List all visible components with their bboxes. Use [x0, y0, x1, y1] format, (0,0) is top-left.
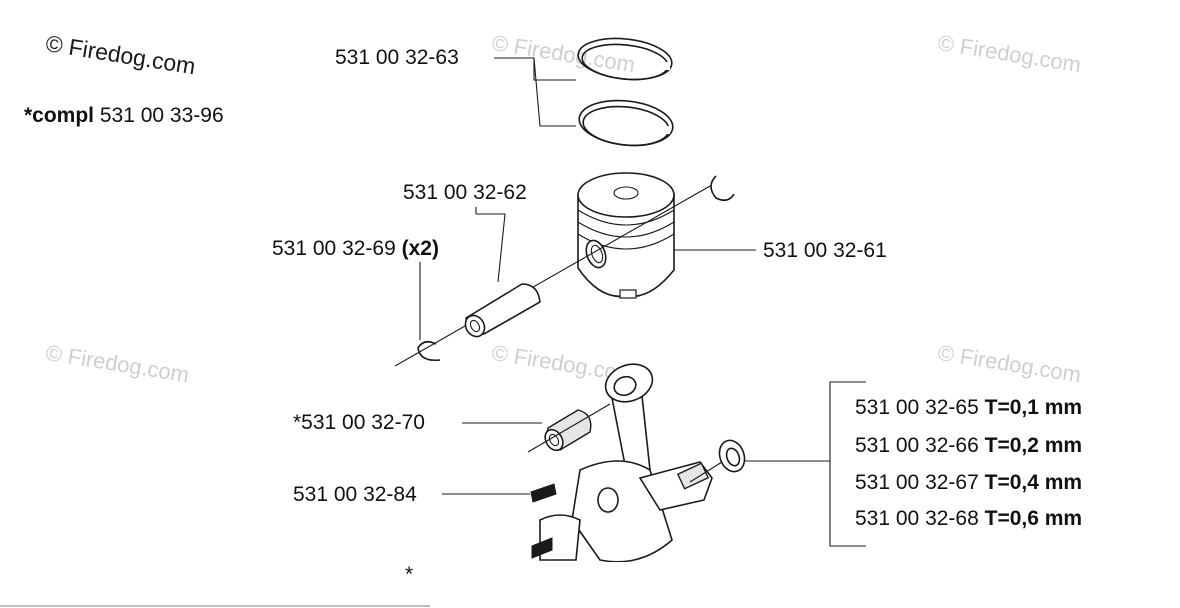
part-label-bearing: *531 00 32-70 [293, 411, 425, 434]
shim-thickness: T=0,6 mm [984, 507, 1083, 530]
part-label-key: 531 00 32-84 [293, 483, 417, 506]
pin-axis-line [394, 185, 711, 367]
part-label-asterisk: * [405, 563, 414, 586]
shim-thickness: T=0,1 mm [984, 396, 1083, 419]
crankshaft [0, 460, 1180, 608]
circlip-qty: (x2) [401, 237, 439, 260]
piston-pin [464, 283, 541, 338]
part-label-piston: 531 00 32-61 [763, 239, 887, 262]
part-label-rings: 531 00 32-63 [335, 46, 459, 69]
shim-thickness: T=0,4 mm [984, 471, 1083, 494]
compl-label: *compl 531 00 33-96 [24, 104, 224, 128]
connecting-rod [604, 363, 654, 471]
part-label-pin: 531 00 32-62 [403, 181, 527, 204]
shim-label: 531 00 32-67 T=0,4 mm [855, 471, 1082, 495]
needle-bearing [527, 403, 611, 453]
shim-number: 531 00 32-65 [855, 396, 979, 419]
part-label-circlip: 531 00 32-69 (x2) [272, 237, 439, 261]
compl-number: 531 00 33-96 [99, 104, 224, 127]
shim-number: 531 00 32-68 [855, 507, 979, 530]
shim-number: 531 00 32-67 [855, 471, 979, 494]
shim-washer [689, 439, 746, 483]
piston-rings [577, 37, 674, 147]
shim-thickness: T=0,2 mm [984, 434, 1083, 457]
circlips [417, 175, 735, 362]
shim-label: 531 00 32-68 T=0,6 mm [855, 507, 1082, 531]
woodruff-key [530, 483, 557, 503]
compl-prefix: *compl [24, 104, 95, 127]
piston [577, 172, 675, 299]
shim-label: 531 00 32-66 T=0,2 mm [855, 434, 1082, 458]
shim-label: 531 00 32-65 T=0,1 mm [855, 396, 1082, 420]
shim-number: 531 00 32-66 [855, 434, 979, 457]
circlip-number: 531 00 32-69 [272, 237, 396, 260]
